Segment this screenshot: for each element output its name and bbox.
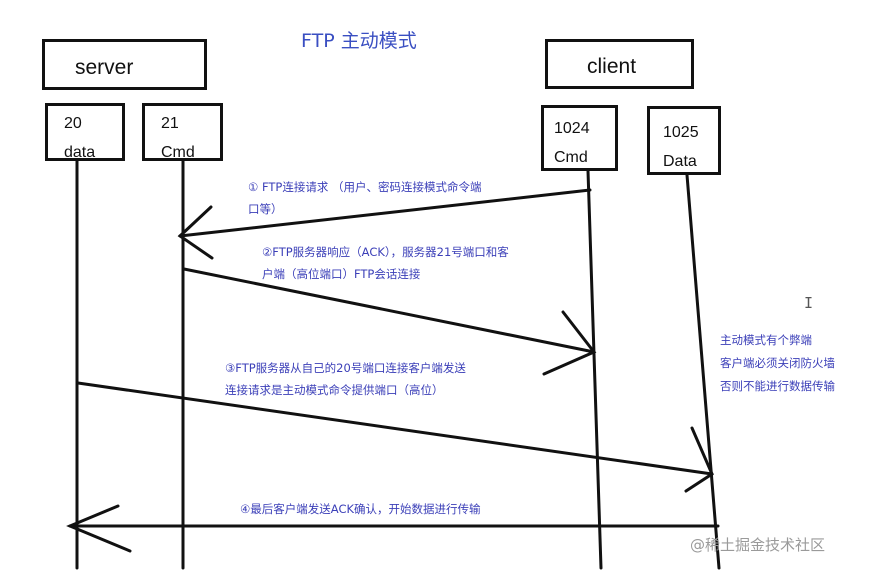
step-4-line-1: ④最后客户端发送ACK确认，开始数据进行传输 [240,502,481,516]
step-1-line-2: 口等） [248,202,283,216]
port-21-text: 21 Cmd [161,110,195,168]
arrow-step-2-line [182,267,596,354]
step-1-line-1: ① FTP连接请求 （用户、密码连接模式命令端 [248,180,482,194]
client-box: client [545,39,694,89]
arrow-step-1-head [177,205,214,260]
port-1024-name: Cmd [554,148,588,166]
server-port-20-box: 20 data [45,103,125,161]
side-note-line-1: 主动模式有个弊端 [720,333,812,347]
firewall-side-note: 主动模式有个弊端 客户端必须关闭防火墙 否则不能进行数据传输 [720,329,835,398]
text-cursor-icon: I [804,294,814,312]
arrow-step-4-head [66,504,132,553]
step-2-note: ②FTP服务器响应（ACK），服务器21号端口和客 户端（高位端口）FTP会话连… [262,241,509,285]
diagram-title: FTP 主动模式 [301,30,417,52]
lifeline-port-1025 [685,173,721,570]
port-1025-text: 1025 Data [663,119,699,177]
server-port-21-box: 21 Cmd [142,103,223,161]
port-1025-number: 1025 [663,124,699,141]
port-20-number: 20 [64,115,82,132]
port-20-name: data [64,143,96,161]
arrow-step-2-head [542,310,597,376]
arrow-step-1-line [178,188,592,238]
step-3-line-1: ③FTP服务器从自己的20号端口连接客户端发送 [225,361,466,375]
step-1-note: ① FTP连接请求 （用户、密码连接模式命令端 口等） [248,176,482,220]
step-4-note: ④最后客户端发送ACK确认，开始数据进行传输 [240,498,481,520]
arrow-step-3-head [684,426,714,493]
port-1024-number: 1024 [554,120,590,137]
arrow-step-3-line [76,381,714,476]
step-3-line-2: 连接请求是主动模式命令提供端口（高位） [225,383,444,397]
side-note-line-3: 否则不能进行数据传输 [720,379,835,393]
client-label: client [587,55,637,78]
port-20-text: 20 data [64,110,95,168]
server-box: server [42,39,207,90]
port-21-name: Cmd [161,143,195,161]
client-port-1024-box: 1024 Cmd [541,105,618,171]
lifeline-port-1024 [586,169,603,570]
side-note-line-2: 客户端必须关闭防火墙 [720,356,835,370]
step-2-line-1: ②FTP服务器响应（ACK），服务器21号端口和客 [262,245,509,259]
step-2-line-2: 户端（高位端口）FTP会话连接 [262,267,421,281]
port-21-number: 21 [161,115,179,132]
step-3-note: ③FTP服务器从自己的20号端口连接客户端发送 连接请求是主动模式命令提供端口（… [225,357,466,401]
client-port-1025-box: 1025 Data [647,106,721,175]
server-label: server [75,56,134,79]
port-1024-text: 1024 Cmd [554,115,590,173]
watermark: @稀土掘金技术社区 [690,536,826,554]
port-1025-name: Data [663,152,697,170]
